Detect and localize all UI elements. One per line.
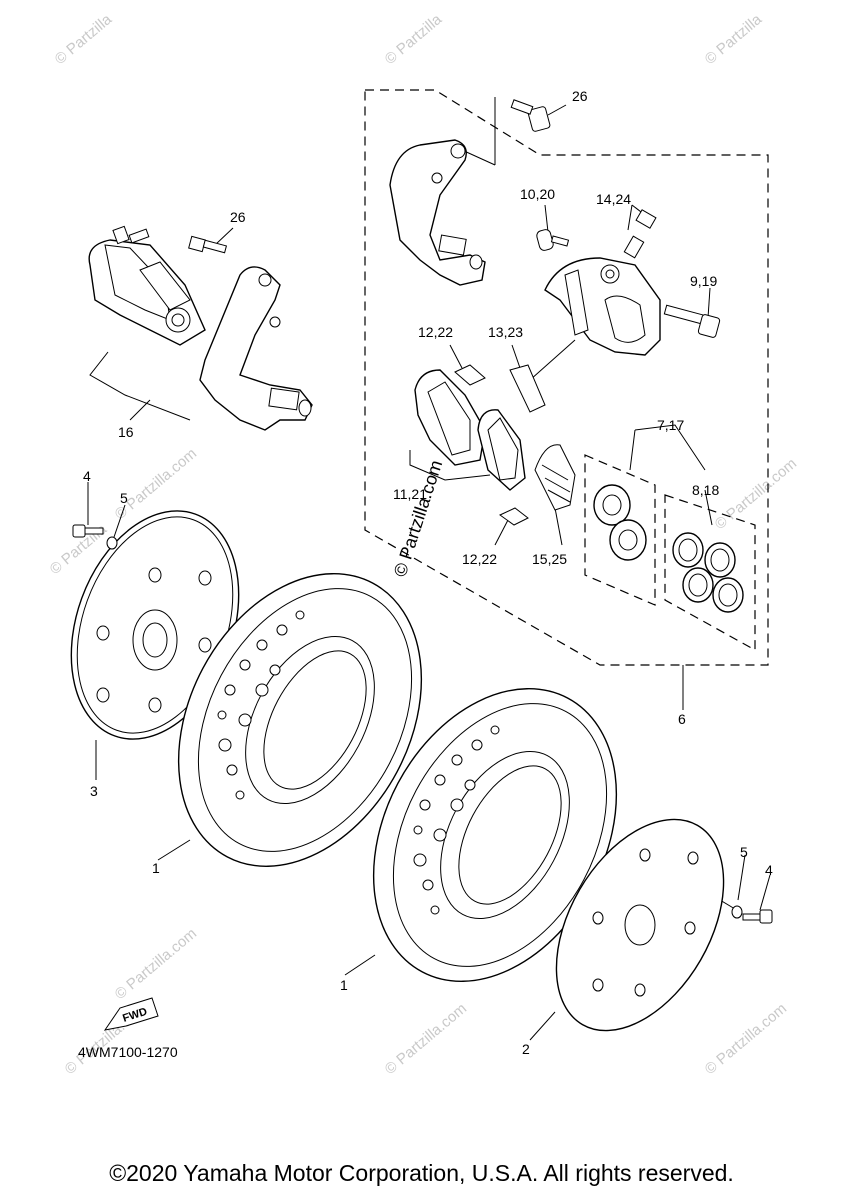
callout-2: 2 bbox=[522, 1041, 530, 1057]
caliper-bracket bbox=[389, 99, 551, 286]
brake-pads bbox=[414, 364, 576, 526]
callout-5: 5 bbox=[120, 490, 128, 506]
diagram-code: 4WM7100-1270 bbox=[78, 1044, 178, 1060]
callout-6: 6 bbox=[678, 711, 686, 727]
callout-1: 1 bbox=[152, 860, 160, 876]
brake-disc-1-lower bbox=[372, 688, 618, 982]
left-caliper-assembly bbox=[88, 225, 313, 431]
callout-3: 3 bbox=[90, 783, 98, 799]
callout-1: 1 bbox=[340, 977, 348, 993]
callout-8-18: 8,18 bbox=[692, 482, 719, 498]
callout-16: 16 bbox=[118, 424, 134, 440]
callout-5: 5 bbox=[740, 844, 748, 860]
callout-4: 4 bbox=[83, 468, 91, 484]
watermark: © Partzilla.com bbox=[712, 455, 800, 533]
watermark: © Partzilla bbox=[382, 11, 446, 69]
callout-9-19: 9,19 bbox=[690, 273, 717, 289]
forward-arrow-icon: FWD bbox=[103, 997, 159, 1031]
callout-13-23: 13,23 bbox=[488, 324, 523, 340]
watermark: © Partzilla bbox=[702, 11, 766, 69]
callouts: 26 26 10,20 14,24 9,19 12,22 13,23 16 7,… bbox=[83, 88, 773, 1057]
callout-12-22: 12,22 bbox=[462, 551, 497, 567]
callout-15-25: 15,25 bbox=[532, 551, 567, 567]
disc-holes bbox=[413, 725, 500, 915]
callout-11-21: 11,21 bbox=[393, 486, 427, 502]
callout-7-17: 7,17 bbox=[657, 417, 684, 433]
callout-12-22: 12,22 bbox=[418, 324, 453, 340]
disc-cover-2 bbox=[555, 818, 773, 1032]
callout-26: 26 bbox=[572, 88, 588, 104]
callout-26: 26 bbox=[230, 209, 246, 225]
caliper-body bbox=[536, 209, 721, 356]
copyright-notice: ©2020 Yamaha Motor Corporation, U.S.A. A… bbox=[109, 1160, 734, 1186]
callout-10-20: 10,20 bbox=[520, 186, 555, 202]
disc-holes bbox=[217, 610, 305, 800]
callout-4: 4 bbox=[765, 862, 773, 878]
pistons-and-seals bbox=[593, 484, 744, 613]
brake-disc-1-upper bbox=[177, 573, 423, 867]
watermark: © Partzilla bbox=[52, 11, 116, 69]
watermark: © Partzilla.com bbox=[112, 925, 200, 1003]
watermark: © Partzilla.com bbox=[382, 1000, 470, 1078]
caliper-assembly-outline bbox=[364, 89, 769, 666]
watermark: © Partzilla.com bbox=[702, 1000, 790, 1078]
callout-14-24: 14,24 bbox=[596, 191, 631, 207]
